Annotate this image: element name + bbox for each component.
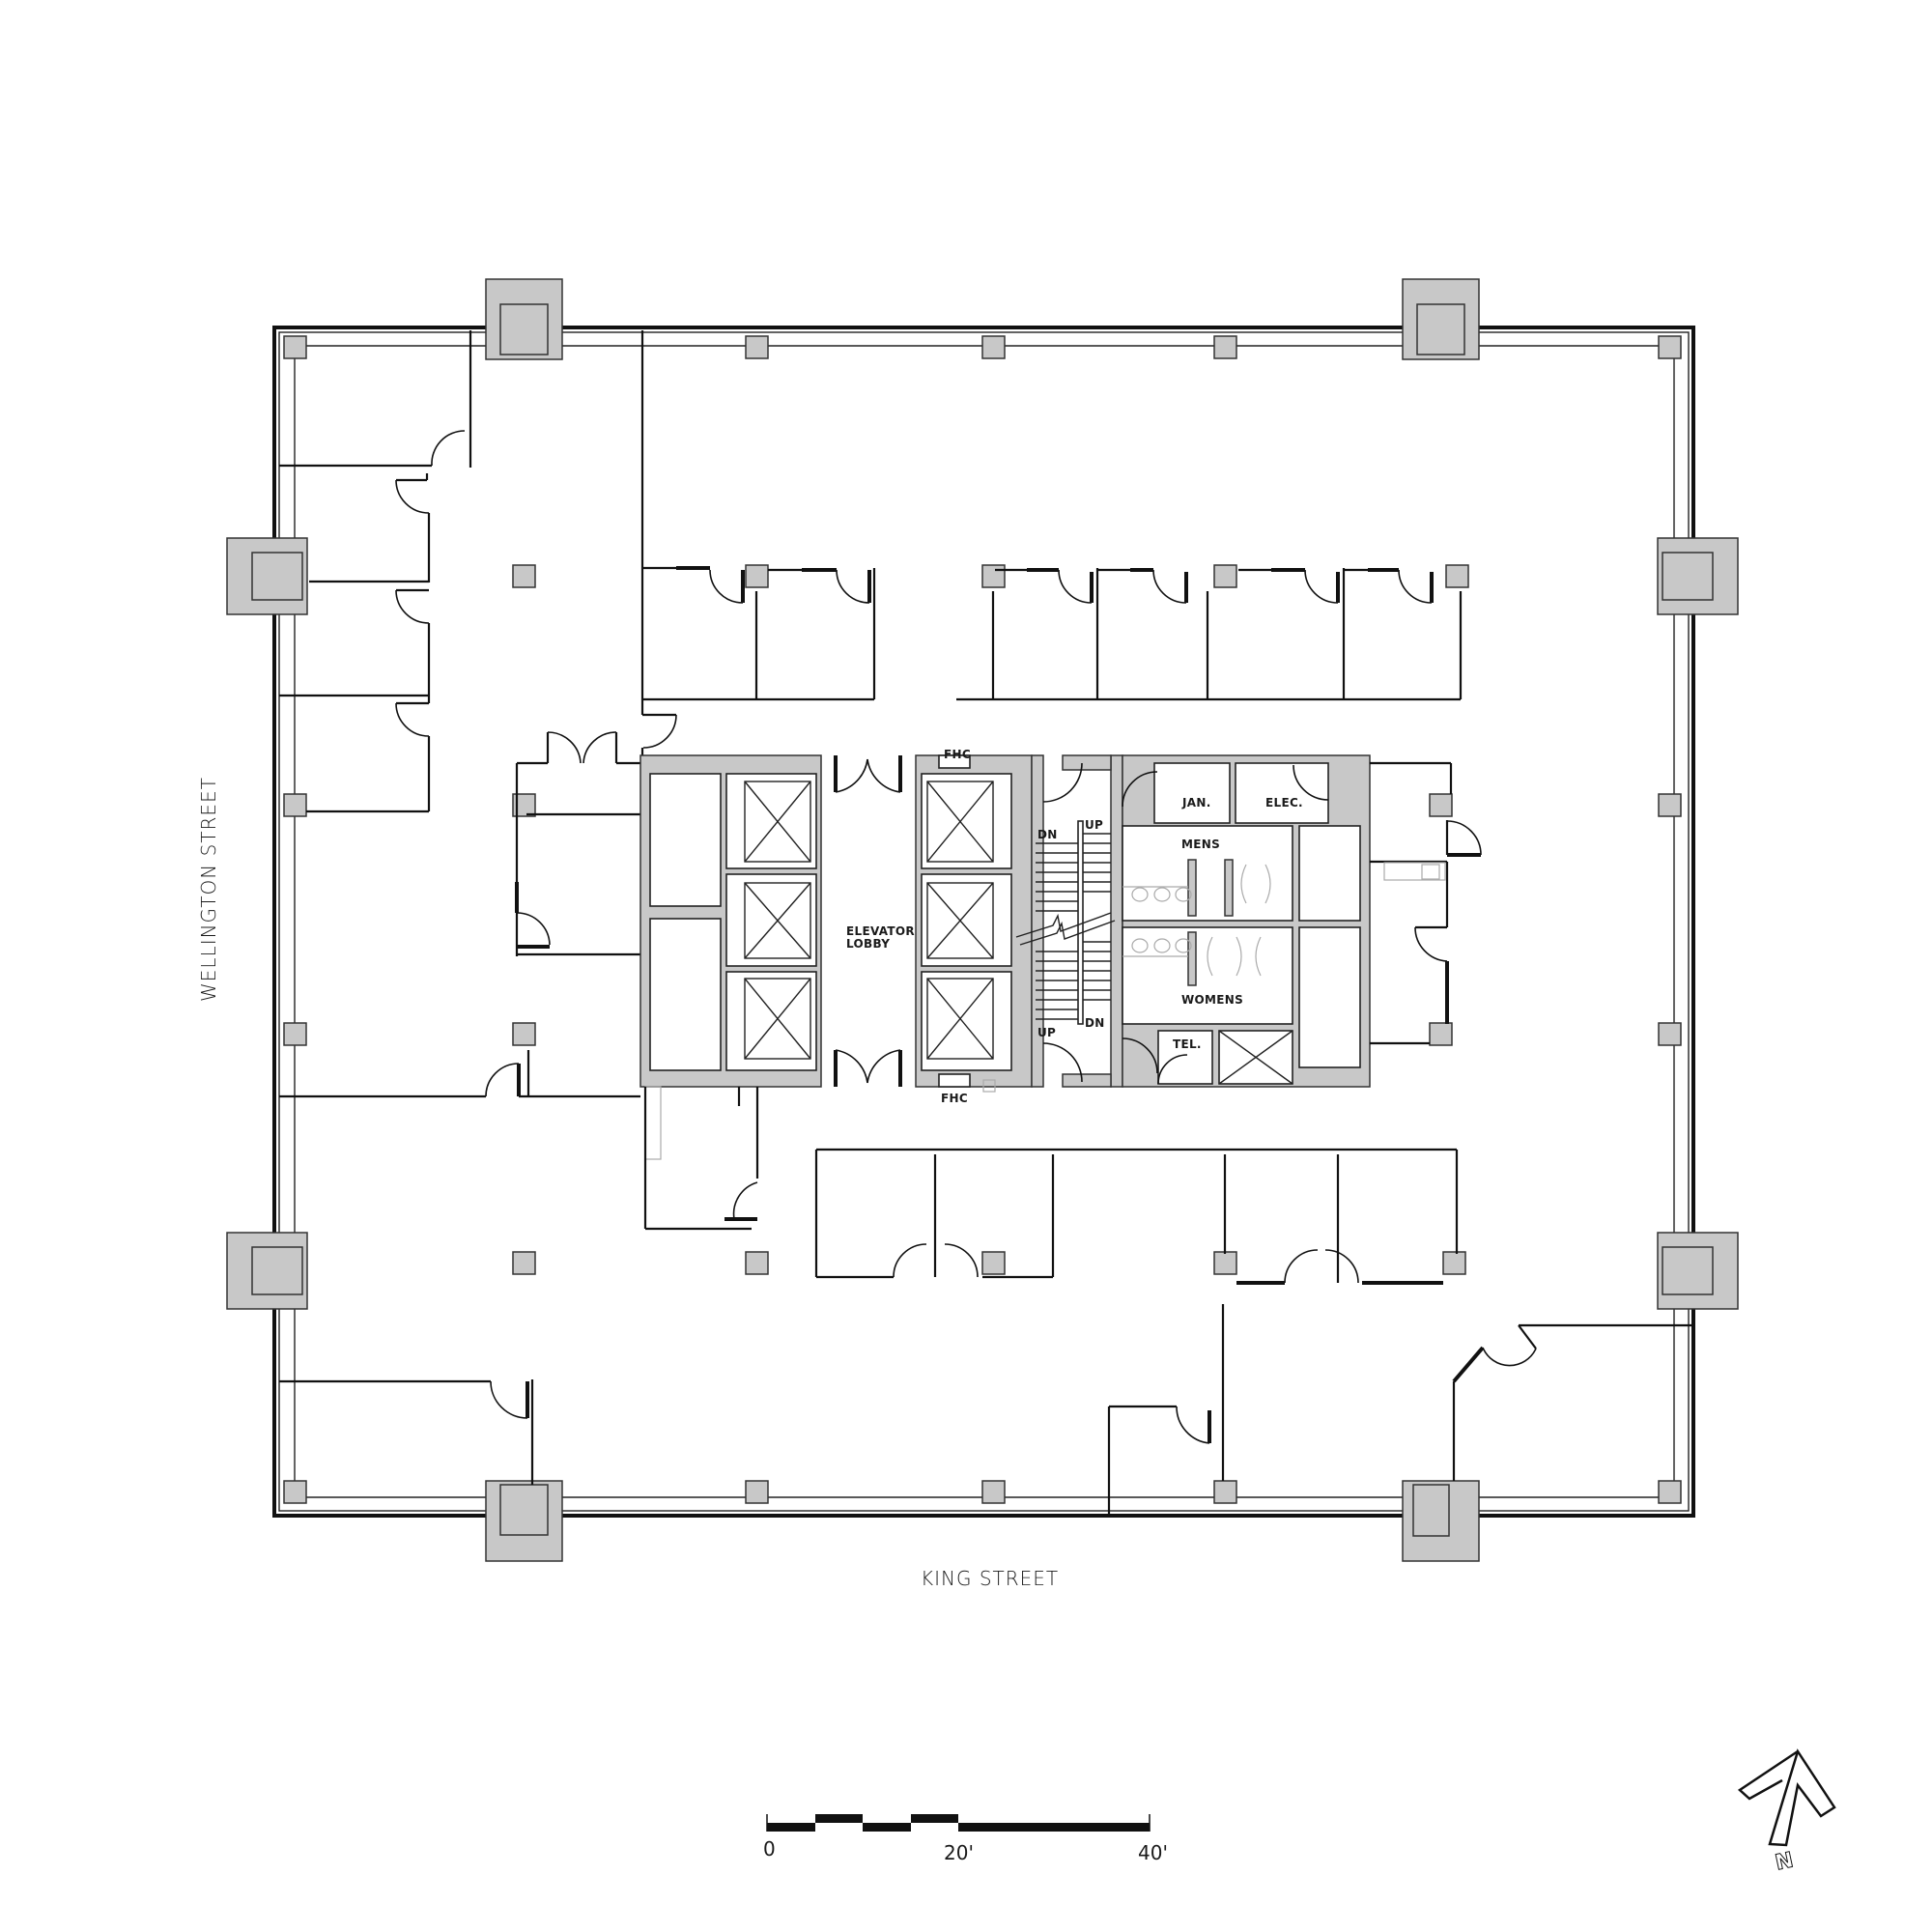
stair-label-dn-bottom: DN [1085,1016,1105,1030]
sw-office [279,1379,534,1485]
street-label-south: KING STREET [921,1567,1060,1590]
stair-core [1015,754,1123,1088]
nw-offices [279,330,472,813]
room-label-womens: WOMENS [1181,993,1244,1007]
stair-label-up-bottom: UP [1037,1026,1057,1039]
room-label-tel: TEL. [1173,1037,1202,1051]
elevator-core-west [639,754,822,1088]
street-label-west: WELLINGTON STREET [197,777,220,1002]
n-offices-right [956,568,1463,701]
elevator-lobby-doors [834,755,902,1087]
elevator-core-east [915,754,1033,1093]
scale-label-40: 40' [1138,1841,1168,1864]
room-label-mens: MENS [1181,838,1221,851]
n-offices-left [640,330,876,755]
room-label-fhc-bottom: FHC [941,1092,968,1105]
se-office [1452,1323,1693,1481]
room-label-elevator-lobby-2: LOBBY [846,937,891,951]
north-arrow-icon [1737,1748,1836,1847]
room-label-fhc-top: FHC [944,748,971,761]
w-center-rooms [279,731,640,1098]
e-rooms [1370,761,1482,1045]
room-label-jan: JAN. [1182,796,1211,810]
scale-label-20: 20' [944,1841,974,1864]
s-office-middle [1107,1304,1225,1516]
interior-columns [283,335,1682,1504]
scale-label-0: 0 [763,1837,776,1861]
scale-bar [766,1814,1151,1832]
room-label-elec: ELEC. [1265,796,1303,810]
perimeter-columns [226,278,1739,1562]
stair-label-up-top: UP [1085,818,1104,832]
restroom-block [1122,754,1371,1088]
room-label-elevator-lobby-1: ELEVATOR [846,924,915,938]
stair-label-dn-top: DN [1037,828,1058,841]
s-rooms [643,1086,1459,1285]
